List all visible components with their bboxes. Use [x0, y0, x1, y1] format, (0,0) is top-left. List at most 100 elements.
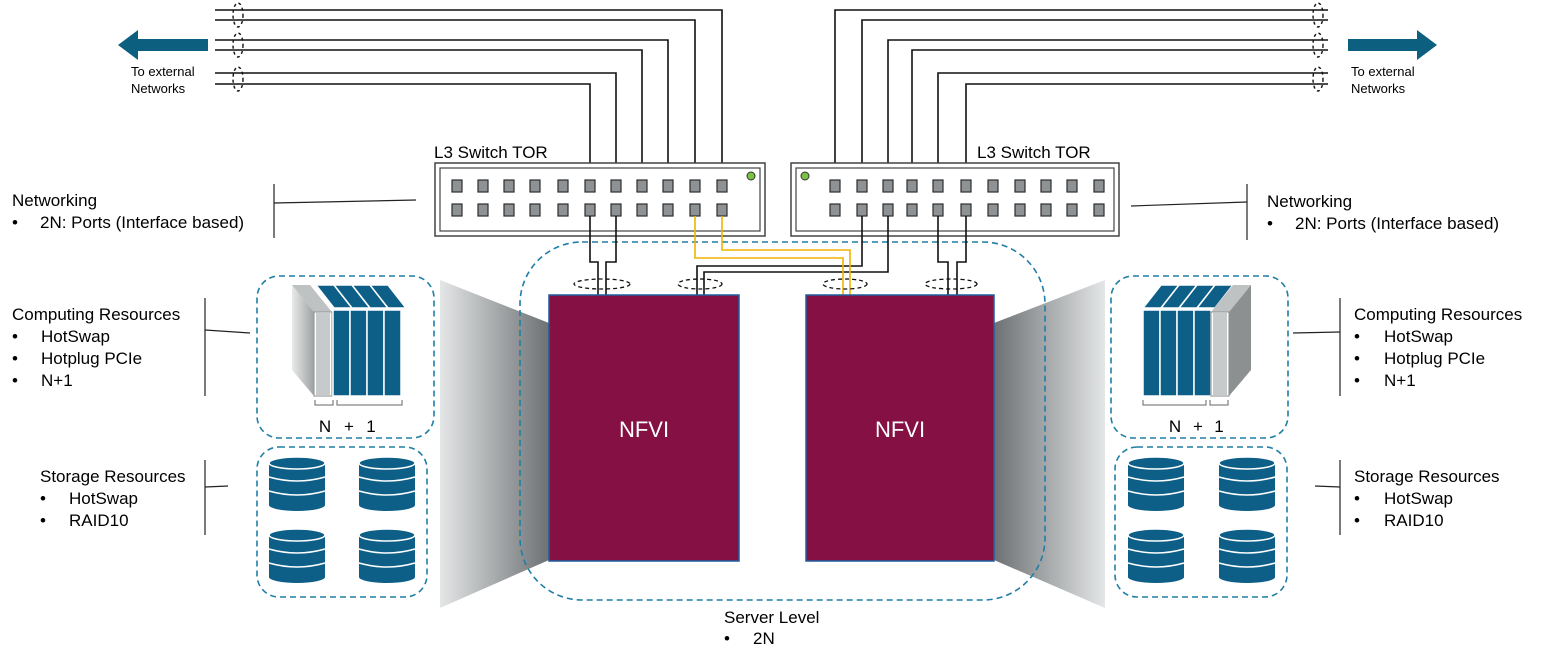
right-switch-led [800, 171, 810, 181]
left-nfvi-box [548, 294, 740, 562]
left-computing-item-3: N+1 [41, 371, 73, 390]
right-networking-item: 2N: Ports (Interface based) [1295, 214, 1499, 233]
right-label-brackets [1130, 184, 1341, 535]
right-switch-port [932, 203, 944, 217]
bullet: • [1354, 511, 1360, 530]
left-switch-port [451, 203, 463, 217]
bullet: • [40, 489, 46, 508]
right-disk-icon-1 [1127, 456, 1185, 512]
left-switch-ports [451, 179, 728, 217]
right-external-lines [834, 9, 1328, 182]
server-links-yellow [694, 216, 851, 295]
right-switch-port [1040, 179, 1052, 193]
left-switch-port [662, 179, 674, 193]
bullet: • [1267, 214, 1273, 233]
right-nfvi-label: NFVI [875, 417, 925, 442]
right-storage-item-2: RAID10 [1384, 511, 1444, 530]
left-label-brackets [204, 184, 417, 535]
left-switch-port [689, 179, 701, 193]
left-networking-item: 2N: Ports (Interface based) [40, 213, 244, 232]
left-switch-port [451, 179, 463, 193]
left-switch-port [529, 203, 541, 217]
left-storage-title: Storage Resources [40, 467, 186, 486]
left-networking-title: Networking [12, 191, 97, 210]
left-disk-icon-2 [358, 456, 416, 512]
left-storage-item-2: RAID10 [69, 511, 129, 530]
server-level-item: 2N [753, 629, 775, 648]
left-l3-switch [434, 162, 766, 237]
right-disk-icon-3 [1127, 528, 1185, 584]
right-plus-label: + [1193, 417, 1203, 436]
server-level-group [519, 241, 1046, 601]
left-switch-port [557, 179, 569, 193]
bullet: • [12, 371, 18, 390]
right-switch-port [1014, 203, 1026, 217]
left-switch-port [584, 203, 596, 217]
right-switch-port [987, 179, 999, 193]
right-computing-label: Computing Resources • HotSwap • Hotplug … [1354, 305, 1522, 390]
left-computing-item-1: HotSwap [41, 327, 110, 346]
left-external-label-1: To external [131, 64, 195, 79]
left-switch-port [529, 179, 541, 193]
left-one-label: 1 [366, 417, 375, 436]
right-storage-group [1114, 446, 1288, 598]
left-switch-port [503, 179, 515, 193]
left-switch-port [636, 179, 648, 193]
left-switch-led [746, 171, 756, 181]
right-switch-port [1093, 179, 1105, 193]
bullet: • [1354, 349, 1360, 368]
left-switch-port [636, 203, 648, 217]
left-external-lines [215, 9, 723, 182]
right-external-breaks [1312, 2, 1324, 92]
right-switch-port [1014, 179, 1026, 193]
left-connector-trapezoid [440, 280, 549, 608]
right-switch-port [882, 203, 894, 217]
left-switch-port [584, 179, 596, 193]
right-n-plus-one-bracket [1142, 400, 1229, 406]
right-switch-port [1093, 203, 1105, 217]
right-switch-port [829, 179, 841, 193]
bullet: • [1354, 371, 1360, 390]
right-switch-port [856, 179, 868, 193]
left-n-label: N [319, 417, 331, 436]
left-switch-port [557, 203, 569, 217]
right-computing-item-2: Hotplug PCIe [1384, 349, 1485, 368]
right-switch-port [932, 179, 944, 193]
bullet: • [1354, 489, 1360, 508]
right-switch-port [829, 203, 841, 217]
left-networking-label: Networking • 2N: Ports (Interface based) [12, 191, 244, 232]
left-switch-port [610, 179, 622, 193]
right-connector-trapezoid [994, 280, 1105, 608]
right-switch-port [960, 179, 972, 193]
right-computing-item-1: HotSwap [1384, 327, 1453, 346]
right-switch-ports [829, 179, 1105, 217]
left-blade-server-icon [292, 284, 408, 397]
right-switch-port [1066, 203, 1078, 217]
link-bundle-markers [573, 278, 978, 290]
bullet: • [12, 327, 18, 346]
right-switch-port [1066, 179, 1078, 193]
right-switch-port [987, 203, 999, 217]
left-switch-port [610, 203, 622, 217]
left-plus-label: + [344, 417, 354, 436]
left-switch-title: L3 Switch TOR [434, 143, 548, 162]
left-n-plus-one-bracket [314, 400, 403, 406]
right-disk-icon-2 [1218, 456, 1276, 512]
left-switch-port [477, 179, 489, 193]
right-l3-switch [790, 162, 1120, 237]
left-switch-port [503, 203, 515, 217]
right-computing-item-3: N+1 [1384, 371, 1416, 390]
right-blade-server-icon [1141, 284, 1251, 397]
right-storage-item-1: HotSwap [1384, 489, 1453, 508]
left-external-breaks [232, 2, 244, 92]
right-switch-port [882, 179, 894, 193]
left-switch-port [477, 203, 489, 217]
left-computing-item-2: Hotplug PCIe [41, 349, 142, 368]
right-switch-port [960, 203, 972, 217]
right-one-label: 1 [1214, 417, 1223, 436]
left-switch-port [662, 203, 674, 217]
server-level-title: Server Level [724, 608, 819, 627]
left-disk-icon-4 [358, 528, 416, 584]
server-level-label: Server Level • 2N [724, 608, 819, 648]
